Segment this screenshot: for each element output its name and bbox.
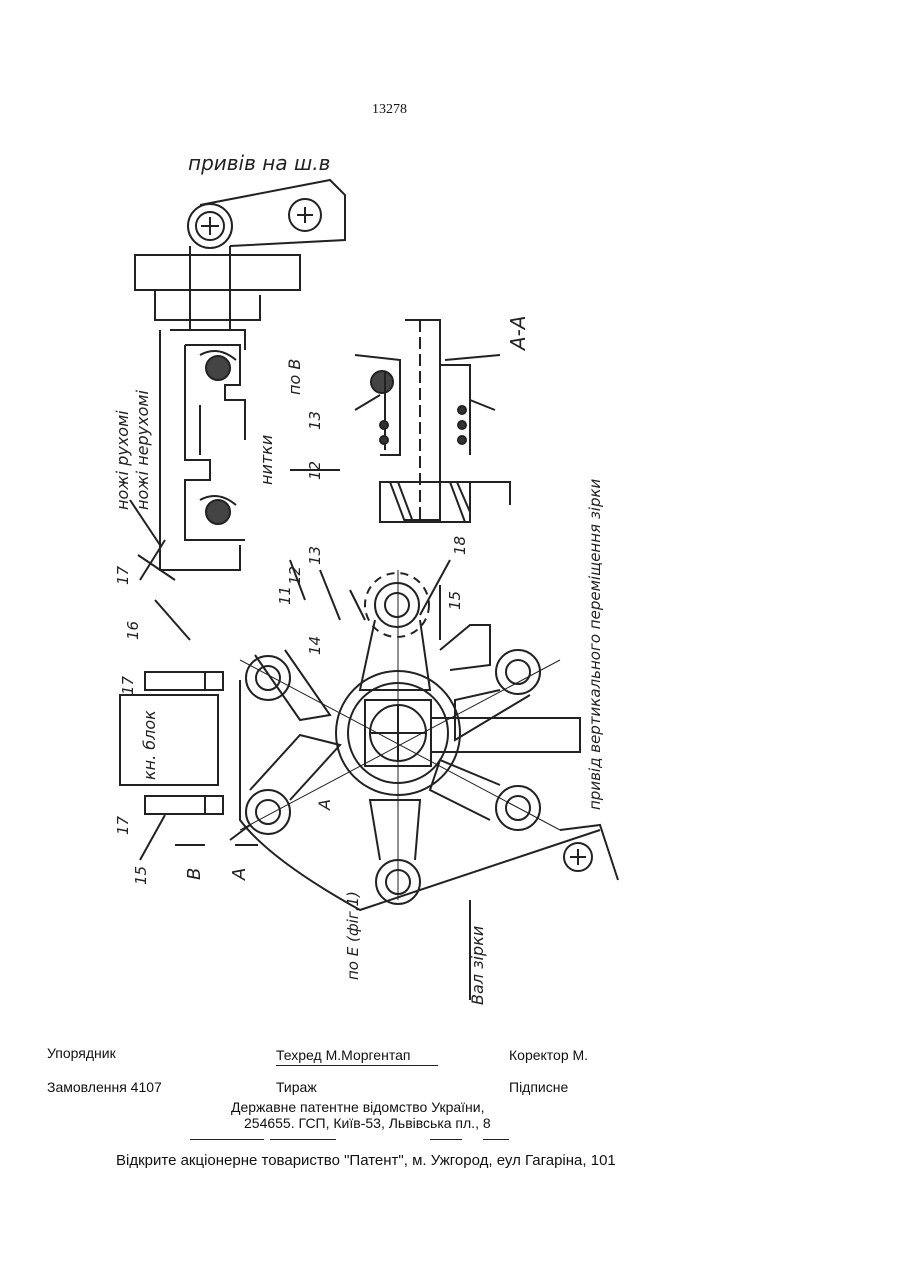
vertical-drive-label: привід вертикального переміщення зірки: [586, 478, 604, 810]
fixed-knives-label: ножі нерухомі: [133, 390, 152, 510]
ref-number: 14: [306, 636, 324, 655]
patent-office: Державне патентне відомство України,: [231, 1099, 485, 1115]
technical-drawing: привів на ш.в ножі рухомі ножі нерухомі …: [0, 0, 901, 1040]
view-b-label: по В: [285, 359, 304, 395]
movable-knives-label: ножі рухомі: [113, 410, 132, 510]
circulation-label: Тираж: [276, 1079, 317, 1095]
view-e-label: по Е (фіг.1): [344, 891, 362, 980]
ref-number: 17: [114, 815, 132, 835]
ref-number: 12: [286, 566, 304, 585]
subscription-label: Підписне: [509, 1079, 568, 1095]
label-a2: А: [315, 799, 334, 811]
patent-office-address: 254655. ГСП, Київ-53, Львівська пл., 8: [244, 1115, 491, 1131]
ref-number: 13: [306, 411, 324, 430]
ref-number: 15: [446, 591, 464, 610]
ref-number: 16: [124, 621, 142, 640]
ref-number: 13: [306, 546, 324, 565]
ref-number: 17: [114, 565, 132, 585]
book-block-label: кн. блок: [140, 710, 159, 780]
section-label: А-А: [506, 315, 530, 352]
star-shaft-label: Вал зірки: [468, 926, 487, 1005]
threads-label: нитки: [257, 435, 276, 485]
ref-number: 15: [132, 866, 150, 885]
ref-number: 12: [306, 461, 324, 480]
ref-number: 18: [451, 536, 469, 555]
corrector-label: Коректор М.: [509, 1047, 588, 1063]
label-b: В: [184, 868, 205, 880]
thread-bottom: [206, 500, 230, 524]
techred-label: Техред М.Моргентап: [276, 1047, 410, 1063]
thread-top: [206, 356, 230, 380]
compiler-label: Упорядник: [47, 1045, 116, 1061]
ref-number: 11: [276, 586, 294, 605]
ref-number: 17: [119, 675, 137, 695]
publisher-company: Відкрите акціонерне товариство "Патент",…: [116, 1152, 616, 1169]
label-a1: А: [229, 868, 250, 881]
order-label: Замовлення 4107: [47, 1079, 162, 1095]
drive-label: привів на ш.в: [188, 151, 330, 175]
